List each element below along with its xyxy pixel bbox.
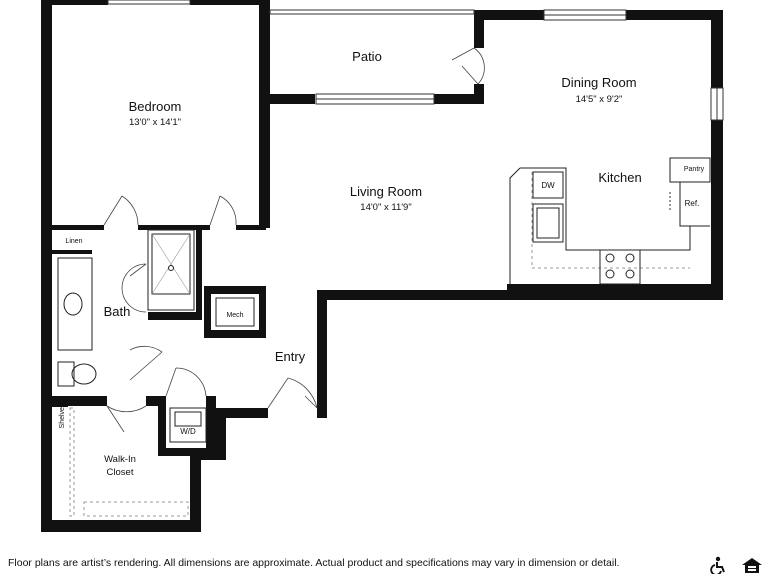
disclaimer-text: Floor plans are artist’s rendering. All … — [8, 557, 620, 569]
walls — [41, 0, 723, 532]
patio-name: Patio — [352, 49, 382, 64]
closet-name-line1: Walk-In — [104, 454, 136, 465]
living-name: Living Room — [350, 184, 422, 199]
dining-dims: 14'5" x 9'2" — [576, 94, 623, 105]
bedroom-name: Bedroom — [129, 99, 182, 114]
mech-label: Mech — [226, 312, 243, 319]
doors — [103, 47, 485, 433]
entry-name: Entry — [275, 349, 306, 364]
labels: Bedroom 13'0" x 14'1" Patio Dining Room … — [59, 49, 705, 478]
linen-label: Linen — [65, 238, 82, 245]
dishwasher-label: DW — [541, 181, 555, 190]
pantry-label: Pantry — [684, 166, 705, 173]
accessibility-icon — [710, 556, 725, 574]
living-dims: 14'0" x 11'9" — [360, 202, 411, 213]
bedroom-dims: 13'0" x 14'1" — [129, 117, 181, 128]
refrigerator-label: Ref. — [685, 199, 700, 208]
windows — [107, 0, 724, 121]
dining-name: Dining Room — [561, 75, 636, 90]
kitchen-name: Kitchen — [598, 170, 641, 185]
fixtures — [57, 157, 711, 517]
bath-name: Bath — [104, 304, 131, 319]
washer-dryer-label: W/D — [180, 427, 196, 436]
closet-name-line2: Closet — [107, 467, 134, 478]
shelves-label: Shelves — [59, 403, 66, 428]
equal-housing-icon — [742, 558, 762, 573]
